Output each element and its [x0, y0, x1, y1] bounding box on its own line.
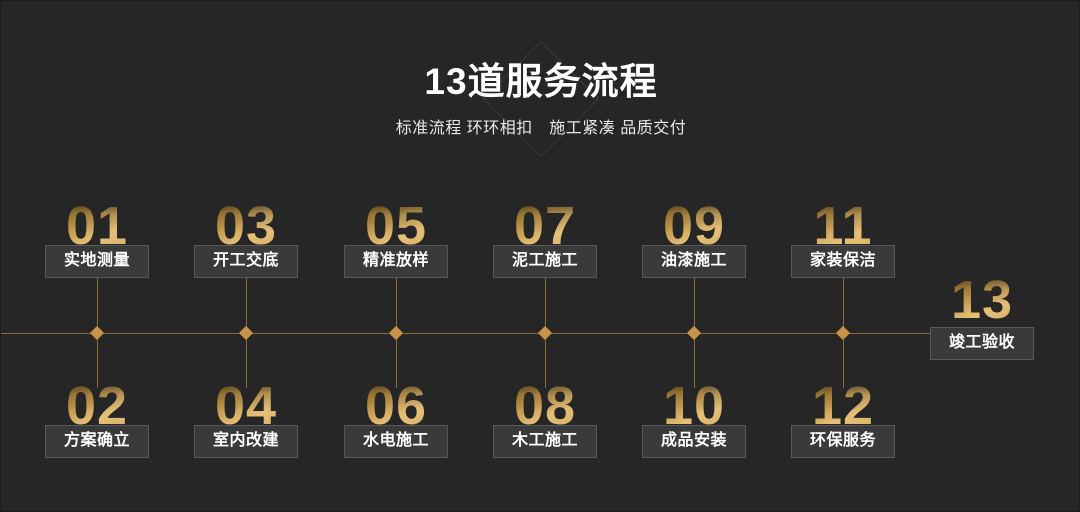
step-number-wrap: 01: [17, 199, 177, 253]
step-number: 05: [316, 199, 476, 253]
step-number-wrap: 03: [166, 199, 326, 253]
connector-line-up: [843, 278, 844, 333]
step-label[interactable]: 室内改建: [194, 425, 298, 458]
step-label[interactable]: 开工交底: [194, 245, 298, 278]
connector-line-down: [396, 333, 397, 388]
step-item-12[interactable]: 12 环保服务: [763, 379, 923, 458]
step-number: 13: [902, 273, 1062, 327]
step-label[interactable]: 油漆施工: [642, 245, 746, 278]
step-number: 02: [17, 379, 177, 433]
connector-line-down: [97, 333, 98, 388]
step-label[interactable]: 家装保洁: [791, 245, 895, 278]
timeline-marker-diamond-icon: [835, 325, 851, 341]
step-number-wrap: 10: [614, 379, 774, 433]
connector-line-down: [843, 333, 844, 388]
step-label[interactable]: 水电施工: [344, 425, 448, 458]
step-label[interactable]: 精准放样: [344, 245, 448, 278]
connector-line-down: [694, 333, 695, 388]
step-number: 04: [166, 379, 326, 433]
timeline-marker-diamond-icon: [89, 325, 105, 341]
step-item-10[interactable]: 10 成品安装: [614, 379, 774, 458]
connector-line-up: [694, 278, 695, 333]
connector-line-up: [97, 278, 98, 333]
step-label[interactable]: 木工施工: [493, 425, 597, 458]
page-subtitle: 标准流程 环环相扣 施工紧凑 品质交付: [395, 120, 687, 137]
connector-line-up: [246, 278, 247, 333]
timeline-marker-diamond-icon: [537, 325, 553, 341]
connector-line-up: [545, 278, 546, 333]
step-item-02[interactable]: 02 方案确立: [17, 379, 177, 458]
step-number-wrap: 13: [902, 273, 1062, 327]
step-number-wrap: 02: [17, 379, 177, 433]
step-label[interactable]: 成品安装: [642, 425, 746, 458]
step-label[interactable]: 竣工验收: [930, 327, 1034, 360]
step-number-wrap: 09: [614, 199, 774, 253]
step-number: 06: [316, 379, 476, 433]
timeline-marker-diamond-icon: [388, 325, 404, 341]
connector-line-up: [396, 278, 397, 333]
step-number: 09: [614, 199, 774, 253]
step-number-wrap: 11: [763, 199, 923, 253]
step-label[interactable]: 实地测量: [45, 245, 149, 278]
step-number: 11: [763, 199, 923, 253]
timeline-axis: [1, 278, 931, 388]
step-number: 01: [17, 199, 177, 253]
step-item-08[interactable]: 08 木工施工: [465, 379, 625, 458]
step-item-04[interactable]: 04 室内改建: [166, 379, 326, 458]
step-label[interactable]: 方案确立: [45, 425, 149, 458]
timeline-marker-diamond-icon: [238, 325, 254, 341]
step-item-06[interactable]: 06 水电施工: [316, 379, 476, 458]
step-label[interactable]: 泥工施工: [493, 245, 597, 278]
connector-line-down: [545, 333, 546, 388]
step-number-wrap: 07: [465, 199, 625, 253]
connector-line-down: [246, 333, 247, 388]
step-number: 12: [763, 379, 923, 433]
step-item-13[interactable]: 13 竣工验收: [902, 273, 1062, 360]
poster-header: 13道服务流程 标准流程 环环相扣 施工紧凑 品质交付: [1, 1, 1079, 181]
step-number: 03: [166, 199, 326, 253]
step-number-wrap: 05: [316, 199, 476, 253]
step-number-wrap: 12: [763, 379, 923, 433]
step-number-wrap: 08: [465, 379, 625, 433]
step-item-05[interactable]: 05 精准放样: [316, 199, 476, 278]
step-number: 08: [465, 379, 625, 433]
step-number: 07: [465, 199, 625, 253]
timeline-marker-diamond-icon: [686, 325, 702, 341]
step-item-11[interactable]: 11 家装保洁: [763, 199, 923, 278]
step-label[interactable]: 环保服务: [791, 425, 895, 458]
step-item-09[interactable]: 09 油漆施工: [614, 199, 774, 278]
page-title: 13道服务流程: [424, 61, 658, 102]
step-number-wrap: 06: [316, 379, 476, 433]
step-item-07[interactable]: 07 泥工施工: [465, 199, 625, 278]
step-item-03[interactable]: 03 开工交底: [166, 199, 326, 278]
step-number-wrap: 04: [166, 379, 326, 433]
step-number: 10: [614, 379, 774, 433]
step-item-01[interactable]: 01 实地测量: [17, 199, 177, 278]
